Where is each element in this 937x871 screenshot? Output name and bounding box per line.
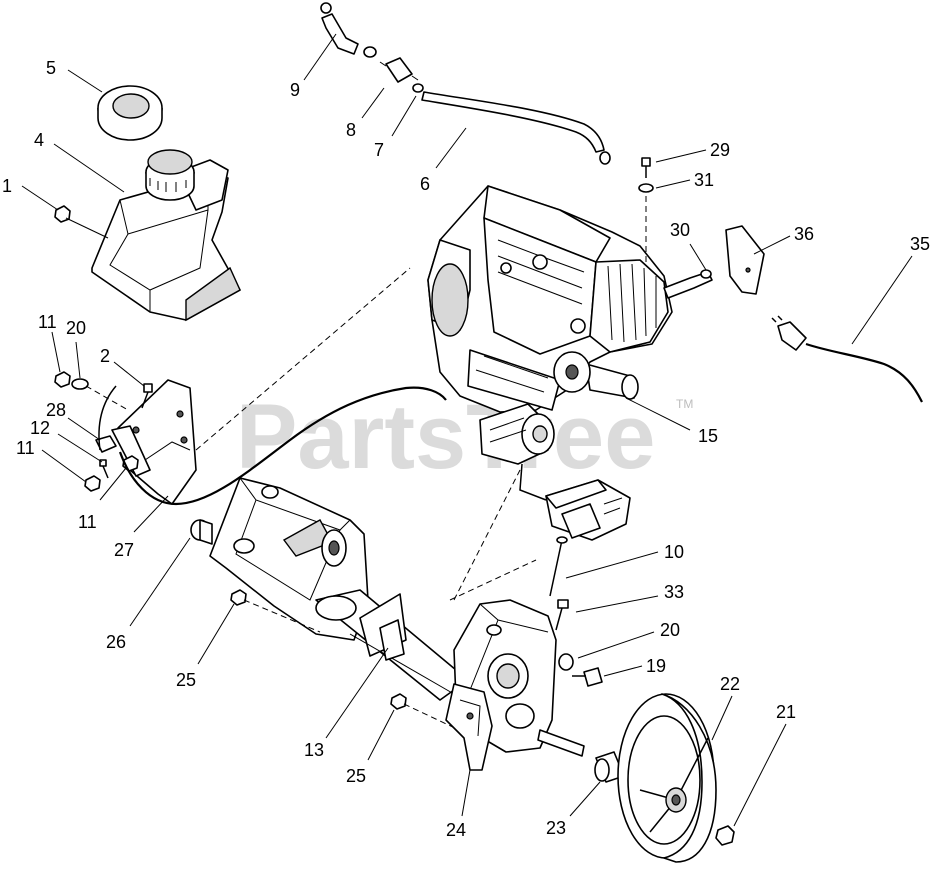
fuel-line-elbow[interactable] <box>320 2 359 55</box>
starter-wire-harness[interactable] <box>118 386 447 506</box>
wheel-washer[interactable] <box>558 653 574 671</box>
callout-26: 26 <box>106 632 126 652</box>
callout-12: 12 <box>30 418 50 438</box>
callout-27: 27 <box>114 540 134 560</box>
fuel-filter[interactable] <box>379 57 419 83</box>
callout-2: 2 <box>100 346 110 366</box>
heat-shield-plate[interactable] <box>725 225 765 295</box>
carriage-bolt[interactable] <box>555 599 569 631</box>
callout-22: 22 <box>720 674 740 694</box>
shaft-pin[interactable] <box>549 536 568 597</box>
callout-4: 4 <box>34 130 44 150</box>
callout-25-right: 25 <box>346 766 366 786</box>
callout-30: 30 <box>670 220 690 240</box>
hose-clamp[interactable] <box>363 46 424 93</box>
engine[interactable] <box>427 185 673 413</box>
ground-wire-terminal[interactable] <box>663 269 713 299</box>
electric-starter[interactable] <box>479 403 555 465</box>
callout-8: 8 <box>346 120 356 140</box>
callout-21: 21 <box>776 702 796 722</box>
callouts: 1 4 5 9 8 7 6 29 31 30 36 35 11 20 2 28 … <box>2 58 930 840</box>
callout-5: 5 <box>46 58 56 78</box>
wheel-bushing[interactable] <box>594 751 625 783</box>
callout-23: 23 <box>546 818 566 838</box>
leader-lines <box>21 33 913 827</box>
wheel[interactable] <box>617 693 717 863</box>
frame-nut-upper[interactable] <box>230 589 247 606</box>
callout-11-lower: 11 <box>78 512 97 532</box>
callout-28: 28 <box>46 400 66 420</box>
bracket-washer[interactable] <box>71 378 89 390</box>
wire-clip[interactable] <box>95 385 117 453</box>
callout-1: 1 <box>2 176 12 196</box>
callout-25-left: 25 <box>176 670 196 690</box>
callout-35: 35 <box>910 234 930 254</box>
callout-20-right: 20 <box>660 620 680 640</box>
callout-36: 36 <box>794 224 814 244</box>
lever-bracket[interactable] <box>445 683 493 771</box>
axle-shaft[interactable] <box>537 729 585 757</box>
mounting-bracket[interactable] <box>111 379 197 505</box>
callout-29: 29 <box>710 140 730 160</box>
callout-19: 19 <box>646 656 666 676</box>
watermark-trademark: TM <box>676 397 693 411</box>
callout-7: 7 <box>374 140 384 160</box>
fuel-tank[interactable] <box>91 159 241 322</box>
engine-bolt[interactable] <box>641 157 651 178</box>
callout-11-upper: 11 <box>38 312 57 332</box>
wheel-bolt[interactable] <box>572 667 603 687</box>
callout-33: 33 <box>664 582 684 602</box>
bracket-bolt[interactable] <box>141 383 153 409</box>
power-cord[interactable] <box>771 315 923 403</box>
bracket-nut-lower[interactable] <box>84 475 101 492</box>
wheel-nut[interactable] <box>715 825 735 846</box>
starter-switch-box[interactable] <box>519 463 631 541</box>
engine-crankshaft[interactable] <box>553 351 639 400</box>
callout-11-middle: 11 <box>16 438 35 458</box>
axle-tube[interactable] <box>315 589 469 701</box>
callout-24: 24 <box>446 820 466 840</box>
callout-6: 6 <box>420 174 430 194</box>
callout-31: 31 <box>694 170 714 190</box>
callout-20-left: 20 <box>66 318 86 338</box>
frame-spacer[interactable] <box>190 519 213 545</box>
axle-nut[interactable] <box>390 693 407 710</box>
fuel-cap[interactable] <box>145 149 195 201</box>
cap-ring-gasket[interactable] <box>97 85 163 141</box>
callout-9: 9 <box>290 80 300 100</box>
watermark-text: PartsTree <box>236 386 655 488</box>
bracket-nut-upper[interactable] <box>54 371 71 388</box>
callout-10: 10 <box>664 542 684 562</box>
tank-nut[interactable] <box>54 205 71 223</box>
engine-washer[interactable] <box>638 183 654 193</box>
callout-15: 15 <box>698 426 718 446</box>
callout-13: 13 <box>304 740 324 760</box>
fuel-line-hose[interactable] <box>421 91 611 165</box>
small-screw[interactable] <box>99 459 109 479</box>
